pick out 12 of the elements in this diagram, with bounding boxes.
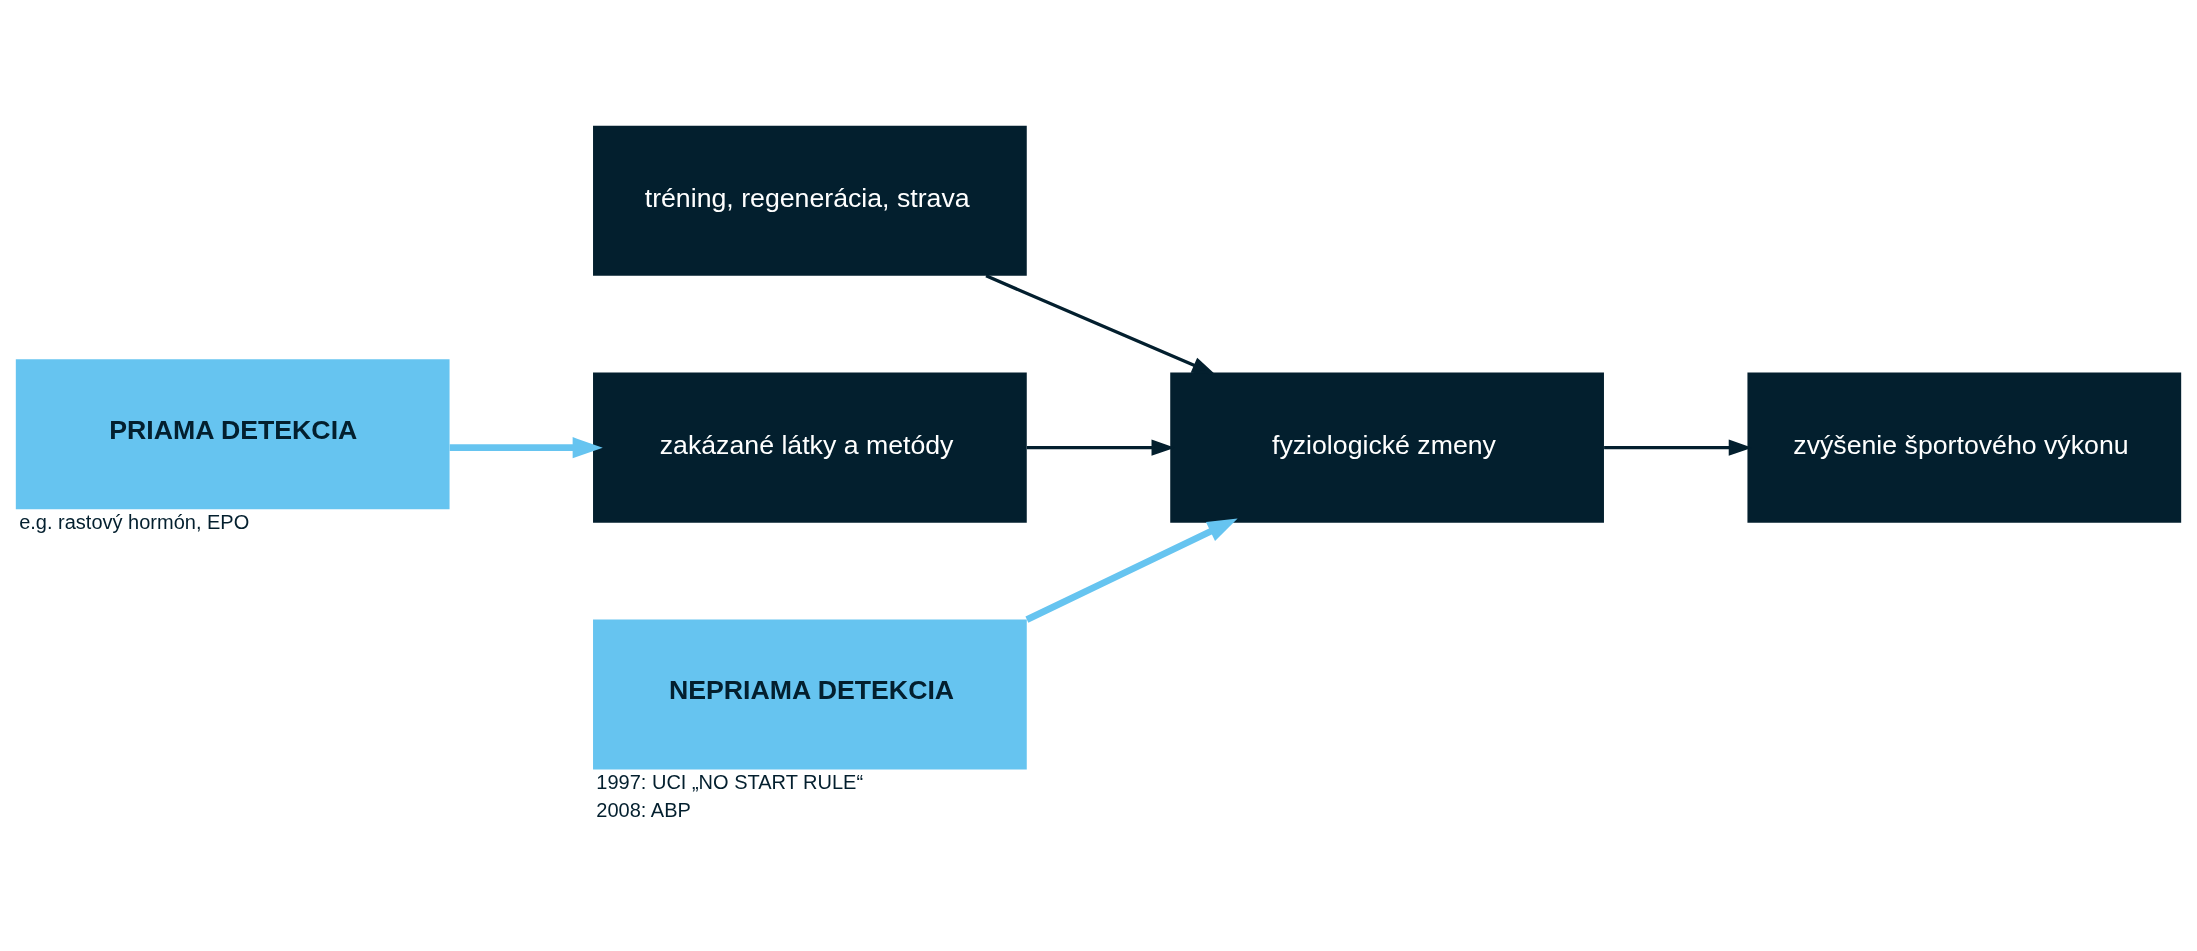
node-box: zvýšenie športového výkonu <box>1747 372 2182 523</box>
node-box: NEPRIAMA DETEKCIA <box>593 618 1027 770</box>
node-box: PRIAMA DETEKCIA <box>15 358 450 509</box>
arrow <box>985 273 1216 374</box>
node-label: 2008: ABP <box>596 798 691 821</box>
node-box: zakázané látky a metódy <box>593 372 1027 523</box>
node-box: fyziologické zmeny <box>1170 372 1604 523</box>
node-label: 1997: UCI „NO START RULE“ <box>596 770 864 793</box>
node-label: e.g. rastový hormón, EPO <box>19 510 250 533</box>
arrow <box>1025 518 1238 623</box>
node-box: tréning, regenerácia, strava <box>593 125 1027 276</box>
arrow <box>449 436 603 458</box>
